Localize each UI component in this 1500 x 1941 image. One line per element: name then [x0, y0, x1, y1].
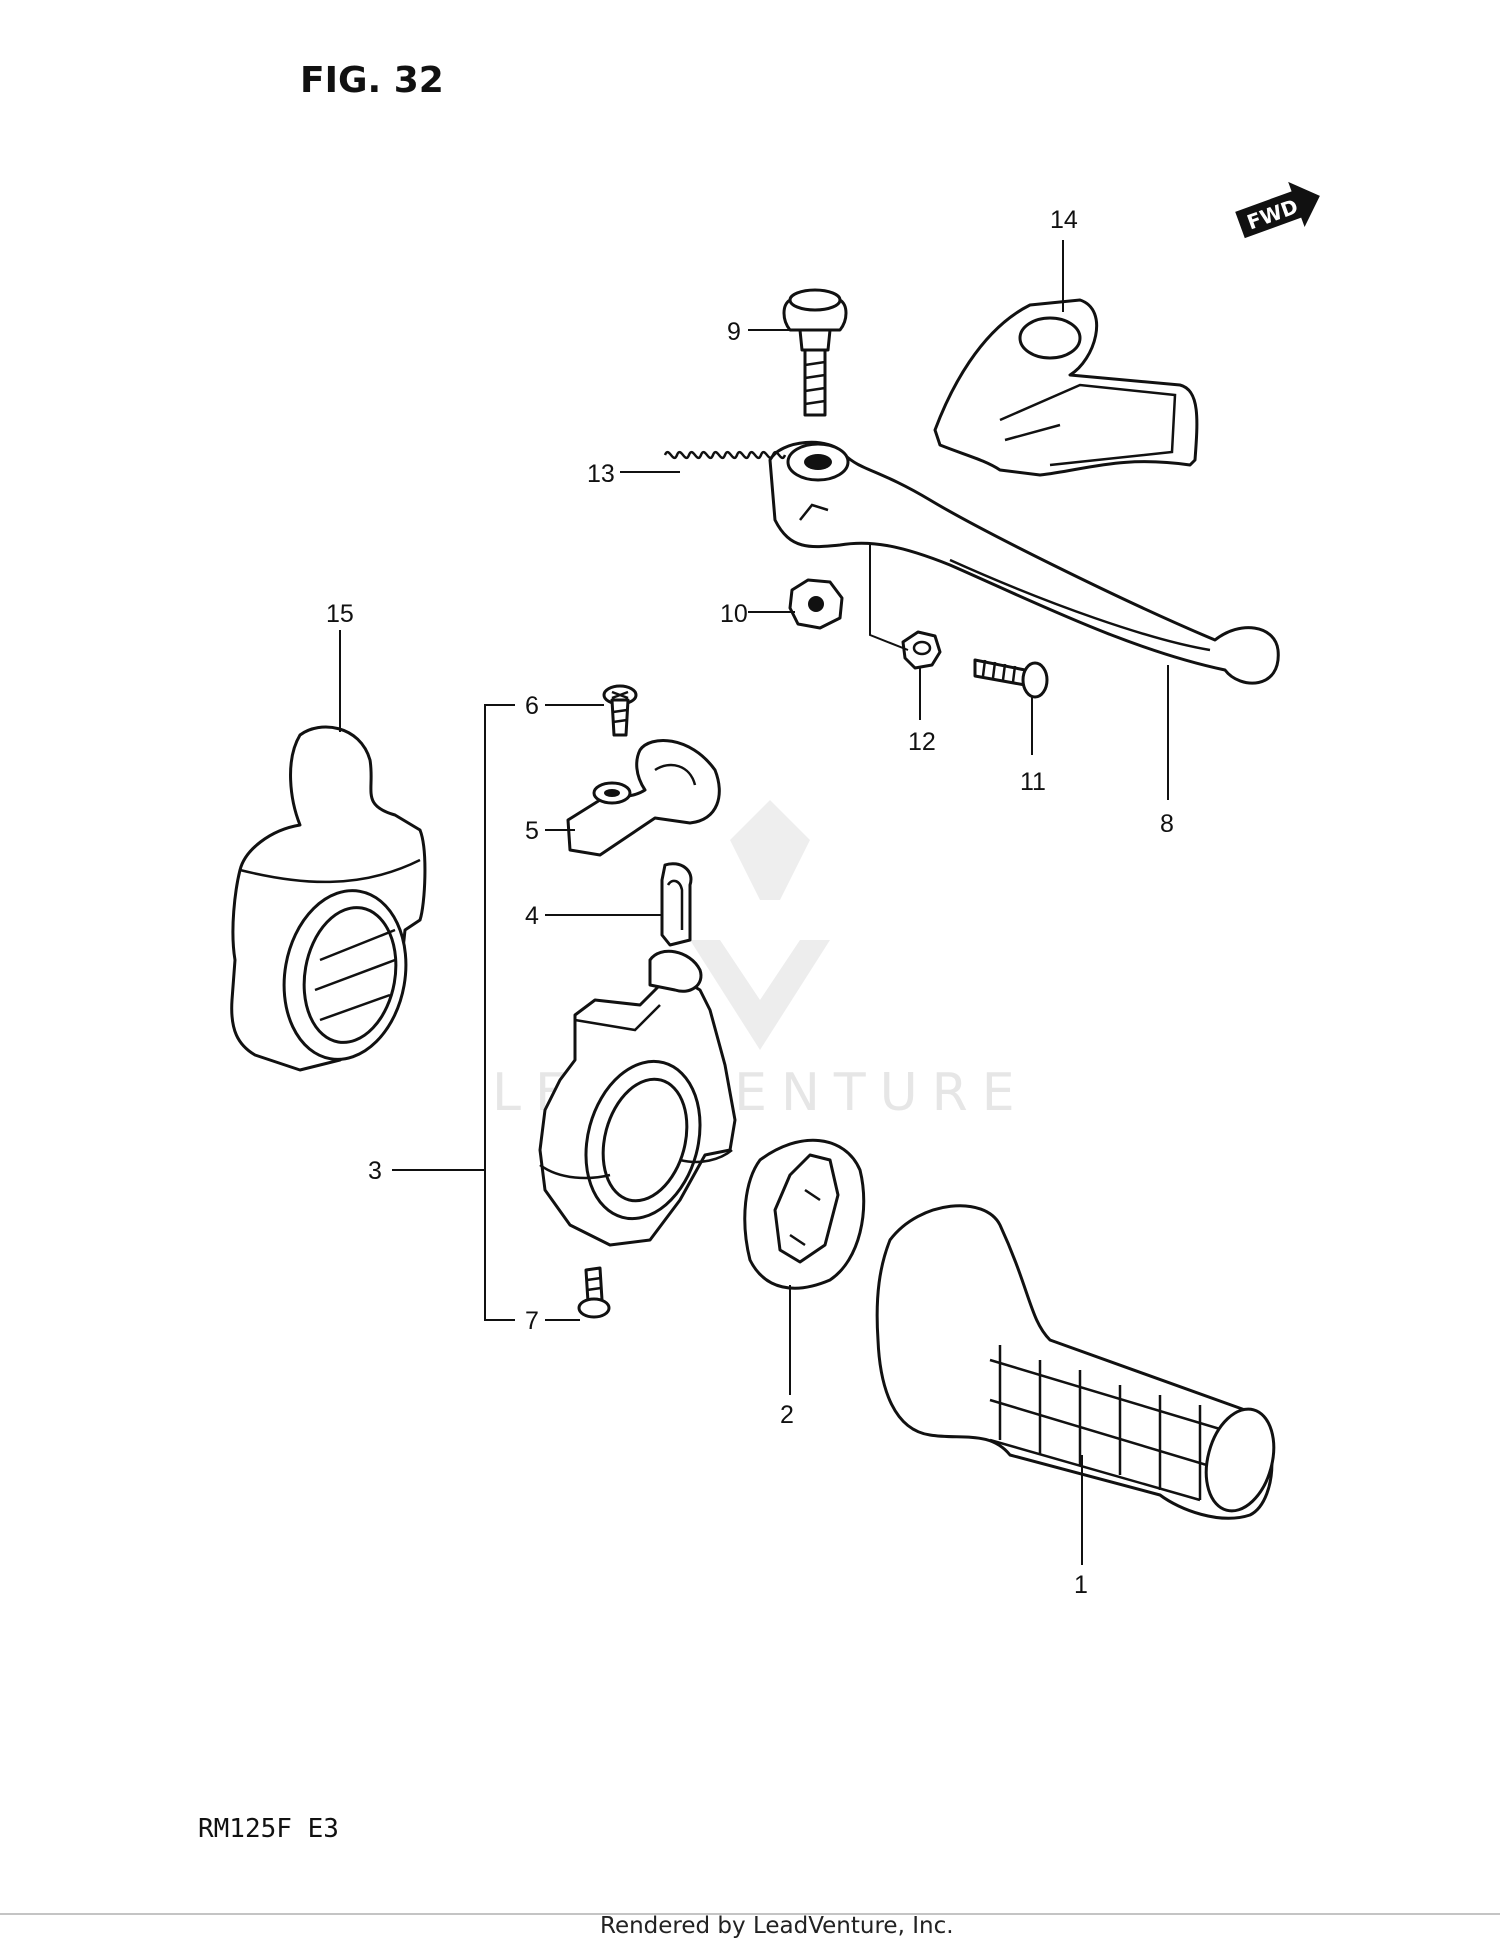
lever-cover-part	[933, 298, 1199, 477]
flange-nut-part	[788, 578, 844, 630]
hex-nut-part	[901, 630, 942, 670]
callout-9: 9	[727, 318, 741, 346]
callout-5: 5	[525, 817, 539, 845]
clamp-plate-part	[566, 739, 721, 857]
lever-spring-part	[663, 450, 787, 460]
housing-cover-part	[230, 725, 427, 1072]
callout-1: 1	[1074, 1571, 1088, 1599]
model-code: RM125F E3	[198, 1814, 339, 1844]
callout-4: 4	[525, 902, 539, 930]
fwd-arrow-icon: FWD	[1235, 181, 1320, 239]
clamp-screw-part	[602, 684, 638, 737]
adjuster-screw-part	[973, 658, 1049, 699]
callout-14: 14	[1050, 206, 1078, 234]
callout-11: 11	[1020, 768, 1046, 796]
callout-13: 13	[587, 460, 615, 488]
grip-ring-part	[743, 1138, 866, 1290]
spacer-clip-part	[660, 862, 693, 947]
leader-lines	[339, 240, 1169, 1565]
callout-2: 2	[780, 1401, 794, 1429]
callout-12: 12	[908, 728, 936, 756]
callout-8: 8	[1160, 810, 1174, 838]
footer-credit: Rendered by LeadVenture, Inc.	[600, 1913, 954, 1939]
brake-lever-part	[768, 440, 1280, 685]
handlebar-grip-part	[875, 1204, 1276, 1520]
holder-screw-part	[577, 1266, 611, 1319]
lever-holder-part	[538, 949, 737, 1247]
callout-7: 7	[525, 1307, 539, 1335]
callout-10: 10	[720, 600, 748, 628]
callout-6: 6	[525, 692, 539, 720]
callout-3: 3	[368, 1157, 382, 1185]
pivot-bolt-part	[782, 288, 848, 417]
callout-labels: 14 9 13 10 12 11 8 15 6 5 4 3 7 2 1	[326, 206, 1174, 1599]
callout-15: 15	[326, 600, 354, 628]
figure-title: FIG. 32	[300, 60, 444, 101]
